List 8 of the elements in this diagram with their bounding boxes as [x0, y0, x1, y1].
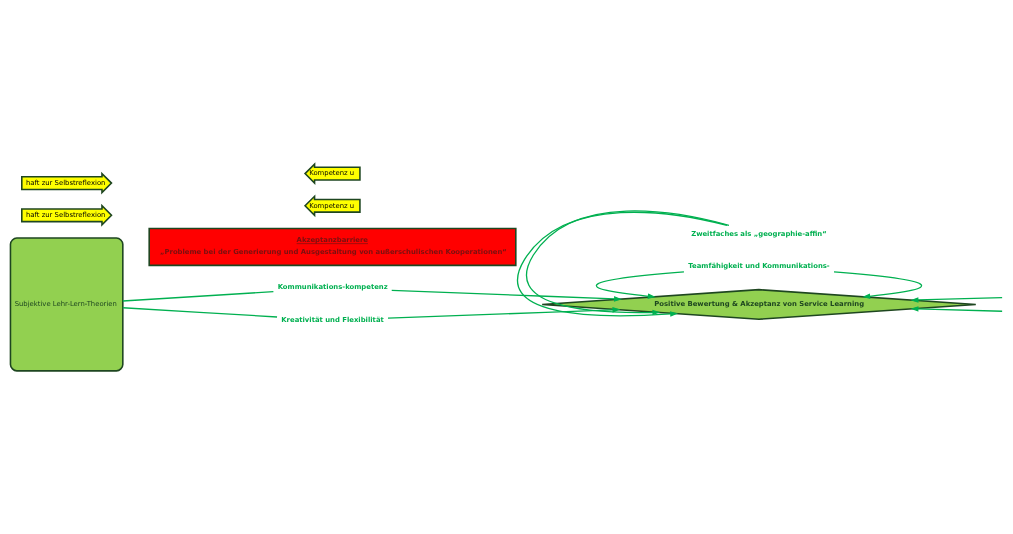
connector — [122, 306, 278, 318]
arrow — [910, 296, 1003, 303]
connector — [122, 290, 275, 302]
arrow — [833, 270, 923, 299]
arrow — [391, 289, 622, 302]
arrow — [387, 306, 621, 319]
arrow — [595, 270, 685, 299]
arrow — [910, 305, 1003, 312]
